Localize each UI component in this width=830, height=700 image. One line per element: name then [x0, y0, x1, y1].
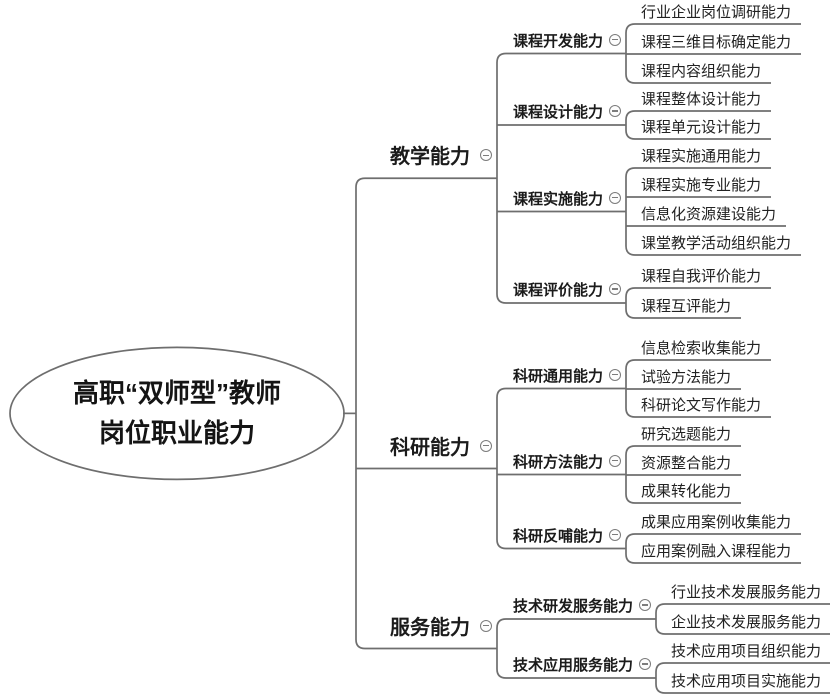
- node-classroom-activity-org[interactable]: 课堂教学活动组织能力: [641, 234, 792, 252]
- node-impl-general[interactable]: 课程实施通用能力: [641, 147, 762, 165]
- node-resource-integration[interactable]: 资源整合能力: [641, 454, 732, 472]
- collapse-icon[interactable]: [609, 528, 621, 541]
- node-impl-professional[interactable]: 课程实施专业能力: [641, 176, 762, 194]
- node-industry-post-survey[interactable]: 行业企业岗位调研能力: [641, 3, 792, 21]
- root-title-line2: 岗位职业能力: [98, 418, 256, 449]
- collapse-icon[interactable]: [480, 439, 492, 452]
- collapse-icon[interactable]: [639, 658, 651, 670]
- node-industry-tech-service[interactable]: 行业技术发展服务能力: [671, 583, 822, 601]
- node-research-general[interactable]: 科研通用能力: [513, 367, 604, 385]
- node-experiment-method[interactable]: 试验方法能力: [641, 368, 732, 386]
- node-tech-app-service[interactable]: 技术应用服务能力: [513, 656, 634, 674]
- node-topic-selection[interactable]: 研究选题能力: [641, 425, 732, 443]
- node-research[interactable]: 科研能力: [390, 436, 470, 459]
- node-achievement-transformation[interactable]: 成果转化能力: [641, 482, 732, 500]
- node-three-dim-goal[interactable]: 课程三维目标确定能力: [641, 33, 792, 51]
- collapse-icon[interactable]: [609, 283, 621, 295]
- collapse-icon[interactable]: [480, 619, 492, 632]
- node-tech-project-org[interactable]: 技术应用项目组织能力: [671, 642, 822, 660]
- node-case-into-course[interactable]: 应用案例融入课程能力: [641, 542, 792, 560]
- collapse-icon[interactable]: [609, 368, 621, 381]
- node-enterprise-tech-service[interactable]: 企业技术发展服务能力: [671, 613, 822, 631]
- node-course-design[interactable]: 课程设计能力: [513, 103, 604, 121]
- node-tech-project-impl[interactable]: 技术应用项目实施能力: [671, 672, 822, 690]
- node-root[interactable]: 高职“双师型”教师 岗位职业能力: [73, 373, 281, 453]
- node-self-evaluation[interactable]: 课程自我评价能力: [641, 267, 762, 285]
- node-tech-rd-service[interactable]: 技术研发服务能力: [513, 597, 634, 615]
- node-paper-writing[interactable]: 科研论文写作能力: [641, 396, 762, 414]
- node-course-dev[interactable]: 课程开发能力: [513, 32, 604, 50]
- node-course-implementation[interactable]: 课程实施能力: [513, 190, 604, 208]
- collapse-icon[interactable]: [609, 33, 621, 46]
- collapse-icon[interactable]: [639, 599, 651, 611]
- root-title-line1: 高职“双师型”教师: [72, 378, 282, 409]
- node-teaching[interactable]: 教学能力: [390, 146, 470, 169]
- node-info-resource-building[interactable]: 信息化资源建设能力: [641, 205, 777, 223]
- node-application-case-collection[interactable]: 成果应用案例收集能力: [641, 513, 792, 531]
- node-research-method[interactable]: 科研方法能力: [513, 453, 604, 471]
- node-info-retrieval[interactable]: 信息检索收集能力: [641, 339, 762, 357]
- node-unit-design[interactable]: 课程单元设计能力: [641, 118, 762, 136]
- node-overall-design[interactable]: 课程整体设计能力: [641, 90, 762, 108]
- node-course-evaluation[interactable]: 课程评价能力: [513, 281, 604, 299]
- node-content-organization[interactable]: 课程内容组织能力: [641, 62, 762, 80]
- collapse-icon[interactable]: [609, 191, 621, 204]
- node-research-feedback[interactable]: 科研反哺能力: [513, 527, 604, 545]
- node-peer-evaluation[interactable]: 课程互评能力: [641, 297, 732, 315]
- collapse-icon[interactable]: [609, 105, 621, 117]
- node-service[interactable]: 服务能力: [390, 616, 470, 639]
- collapse-icon[interactable]: [609, 454, 621, 467]
- collapse-icon[interactable]: [480, 149, 492, 162]
